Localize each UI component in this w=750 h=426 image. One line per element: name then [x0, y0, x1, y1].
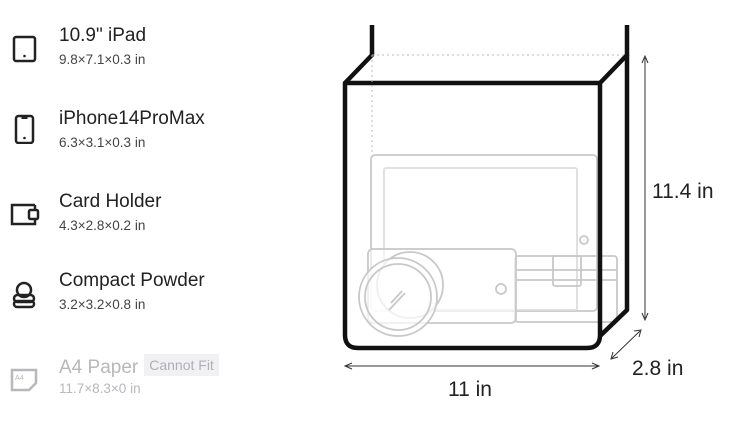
depth-label: 2.8 in — [632, 357, 684, 380]
item-dims: 9.8×7.1×0.3 in — [59, 52, 146, 67]
item-name-text: A4 Paper — [59, 357, 139, 378]
item-ipad[interactable]: 10.9" iPad 9.8×7.1×0.3 in — [0, 25, 300, 85]
svg-text:A4: A4 — [15, 375, 24, 382]
item-card-holder[interactable]: Card Holder 4.3×2.8×0.2 in — [0, 191, 300, 251]
packed-items — [358, 154, 618, 337]
compact-powder-icon — [12, 281, 36, 309]
height-label: 11.4 in — [652, 180, 714, 203]
item-dims: 6.3×3.1×0.3 in — [59, 135, 146, 150]
item-name: Compact Powder — [59, 270, 205, 291]
item-dims: 4.3×2.8×0.2 in — [59, 218, 146, 233]
dimension-arrows — [343, 54, 649, 370]
item-iphone[interactable]: iPhone14ProMax 6.3×3.1×0.3 in — [0, 108, 300, 168]
phone-icon — [14, 114, 35, 144]
wallet-icon — [10, 203, 40, 226]
item-compact-powder[interactable]: Compact Powder 3.2×3.2×0.8 in — [0, 270, 300, 330]
paper-icon: A4 — [10, 368, 38, 392]
item-dims: 11.7×8.3×0 in — [59, 381, 141, 396]
tablet-icon — [12, 35, 37, 63]
width-label: 11 in — [448, 378, 492, 401]
bag-outline — [342, 25, 630, 351]
item-dims: 3.2×3.2×0.8 in — [59, 297, 146, 312]
item-name: 10.9" iPad — [59, 25, 147, 46]
item-name: iPhone14ProMax — [59, 108, 205, 129]
cannot-fit-badge: Cannot Fit — [144, 354, 219, 376]
item-name: Card Holder — [59, 191, 162, 212]
